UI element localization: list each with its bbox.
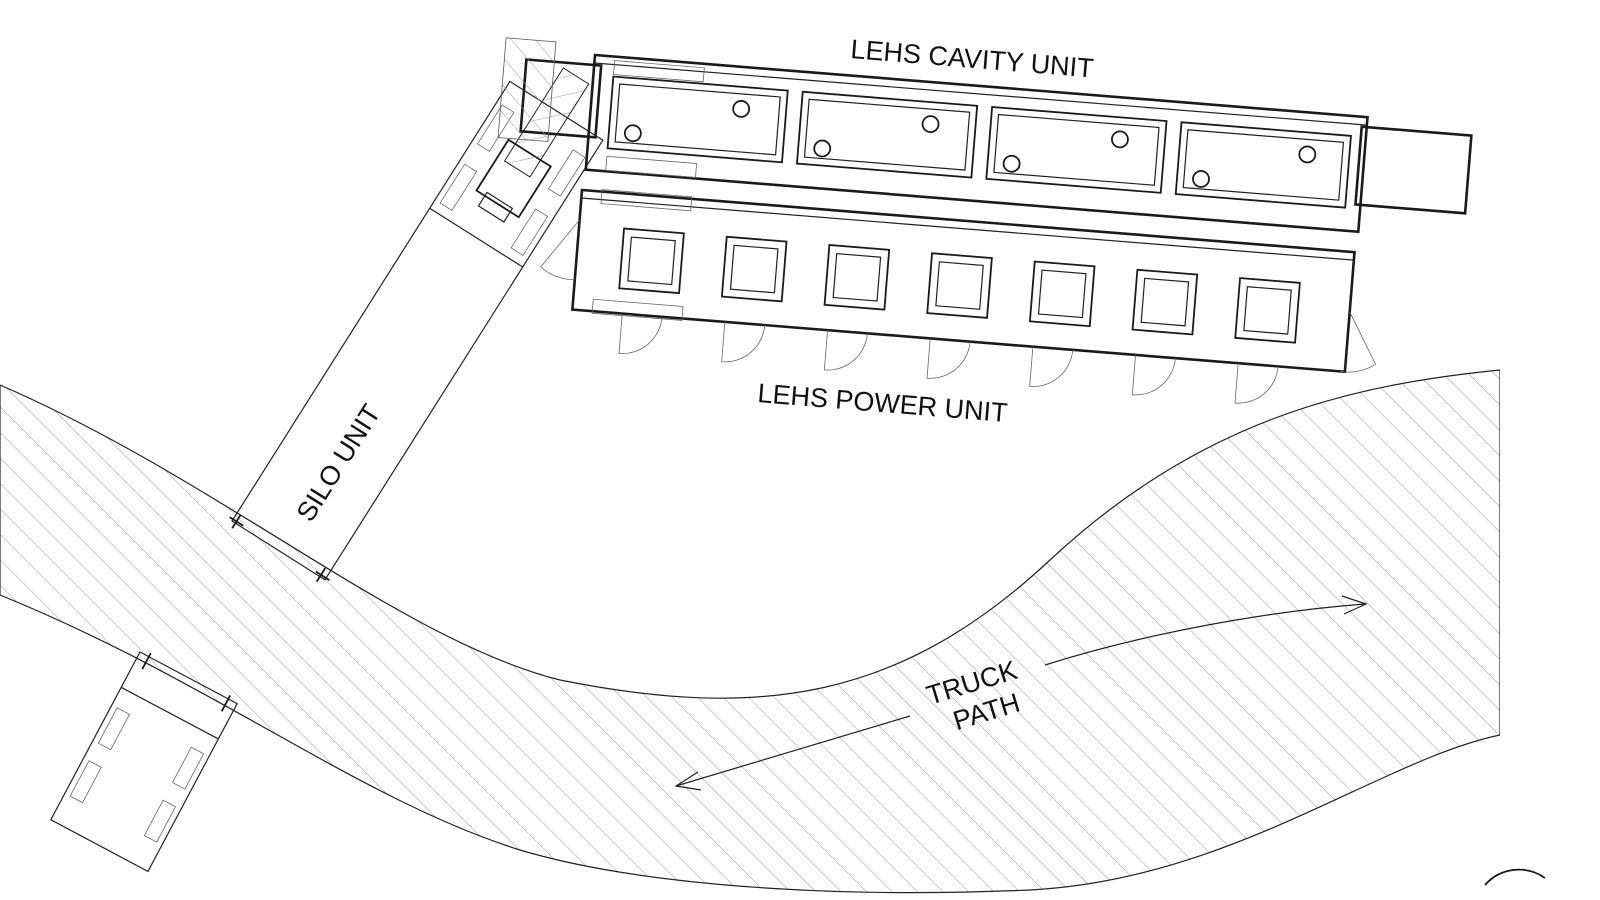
- cavity-cells: [606, 75, 1352, 209]
- tractor-unit: [49, 651, 238, 873]
- power-unit-label: LEHS POWER UNIT: [757, 378, 1009, 428]
- cavity-hatch: [497, 37, 557, 142]
- power-doors: [540, 219, 1377, 404]
- silo-unit: SILO UNIT: [229, 67, 604, 583]
- truck-path-arrow: [674, 595, 1368, 791]
- cavity-unit-label: LEHS CAVITY UNIT: [850, 34, 1095, 83]
- silo-unit-label: SILO UNIT: [291, 399, 387, 527]
- power-modules: [618, 227, 1301, 344]
- truck-path-area: [0, 369, 1500, 894]
- north-arrow-fragment-icon: [1484, 868, 1546, 886]
- silo-jacks: [229, 514, 330, 583]
- lehs-cavity-unit: [497, 37, 1473, 234]
- lehs-power-unit: [540, 188, 1377, 404]
